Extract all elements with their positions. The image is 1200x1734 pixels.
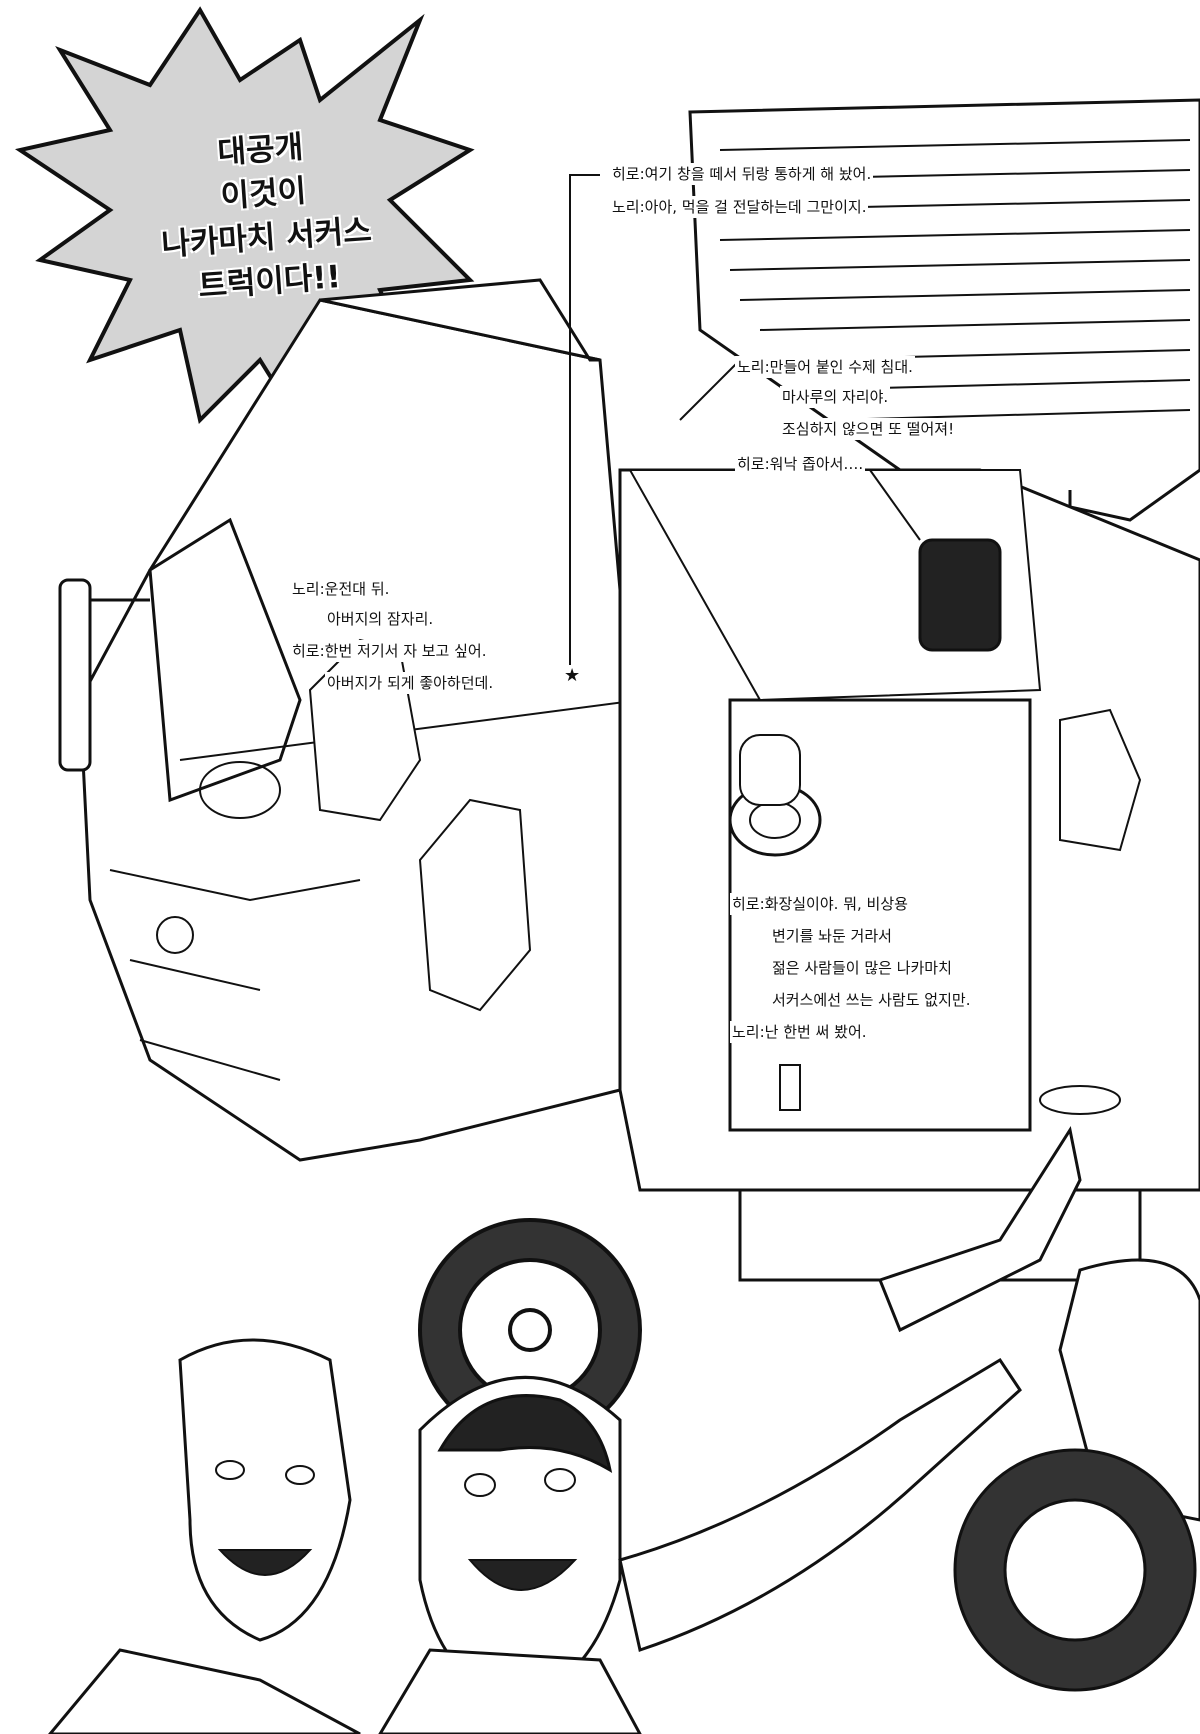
note-cab-3: 히로:한번 저기서 자 보고 싶어. [290, 640, 489, 662]
note-toilet-3: 젊은 사람들이 많은 나카마치 [770, 957, 954, 979]
cargo-box [618, 468, 1200, 1282]
star-marker: ★ [562, 665, 583, 687]
note-cab-1: 노리:운전대 뒤. [290, 578, 392, 600]
headline: 대공개 이것이 나카마치 서커스 트럭이다!! [114, 118, 416, 314]
leader-lines [569, 174, 921, 680]
front-wheel [418, 1218, 642, 1442]
note-window-1: 히로:여기 창을 떼서 뒤랑 통하게 해 놨어. [610, 163, 874, 185]
truck-cab [58, 278, 642, 1162]
note-bed-1: 노리:만들어 붙인 수제 침대. [735, 356, 915, 378]
note-toilet-1: 히로:화장실이야. 뭐, 비상용 [730, 893, 910, 915]
motorbike [953, 1258, 1200, 1692]
note-cab-4: 아버지가 되게 좋아하던데. [325, 672, 496, 694]
note-toilet-4: 서커스에선 쓰는 사람도 없지만. [770, 989, 973, 1011]
note-bed-reply: 히로:워낙 좁아서…. [735, 453, 866, 475]
note-toilet-5: 노리:난 한번 써 봤어. [730, 1021, 869, 1043]
note-bed-2: 마사루의 자리야. [780, 386, 891, 408]
note-toilet-2: 변기를 놔둔 거라서 [770, 925, 894, 947]
note-bed-3: 조심하지 않으면 또 떨어져! [780, 418, 957, 440]
note-cab-2: 아버지의 잠자리. [325, 608, 436, 630]
note-window-2: 노리:아아, 먹을 걸 전달하는데 그만이지. [610, 196, 869, 218]
characters [48, 1126, 1082, 1734]
